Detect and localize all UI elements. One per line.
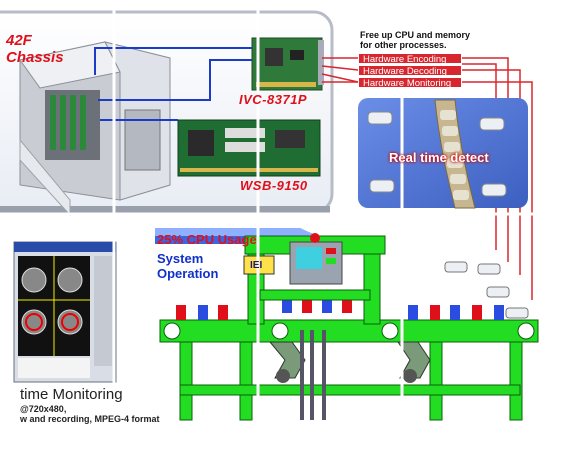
hw-decoding-label: Hardware Decoding — [358, 65, 462, 77]
ivc-board — [251, 37, 324, 91]
iei-brand-label: IEI — [250, 260, 263, 271]
monitoring-line2: w and recording, MPEG-4 format — [20, 414, 160, 424]
factory-machine — [159, 233, 539, 421]
system-operation-line2: Operation — [157, 266, 219, 281]
chassis-label: 42F Chassis — [6, 32, 64, 66]
real-time-detect-label: Real time detect — [389, 150, 489, 165]
system-operation-line1: System — [157, 251, 204, 266]
surveillance-cameras — [444, 261, 529, 319]
monitoring-window — [13, 241, 117, 383]
monitoring-title: time Monitoring — [20, 386, 123, 403]
cpu-note-line1: Free up CPU and memory — [360, 30, 471, 40]
ivc-board-label: IVC-8371P — [239, 92, 308, 107]
cpu-usage-label: 25% CPU Usage — [157, 232, 257, 247]
hw-monitoring-label: Hardware Monitoring — [358, 77, 462, 89]
chassis-label-line2: Chassis — [6, 49, 64, 66]
hw-encoding-label: Hardware Encoding — [358, 53, 462, 65]
chassis-label-line1: 42F — [6, 32, 32, 49]
wsb-board — [177, 119, 321, 177]
cpu-note-line2: for other processes. — [360, 40, 447, 50]
cpu-memory-note: Free up CPU and memory for other process… — [360, 30, 510, 50]
chassis-illustration — [19, 41, 171, 217]
monitoring-line1: @720x480, — [20, 404, 67, 414]
system-operation-label: System Operation — [157, 251, 218, 281]
wsb-board-label: WSB-9150 — [240, 178, 308, 193]
